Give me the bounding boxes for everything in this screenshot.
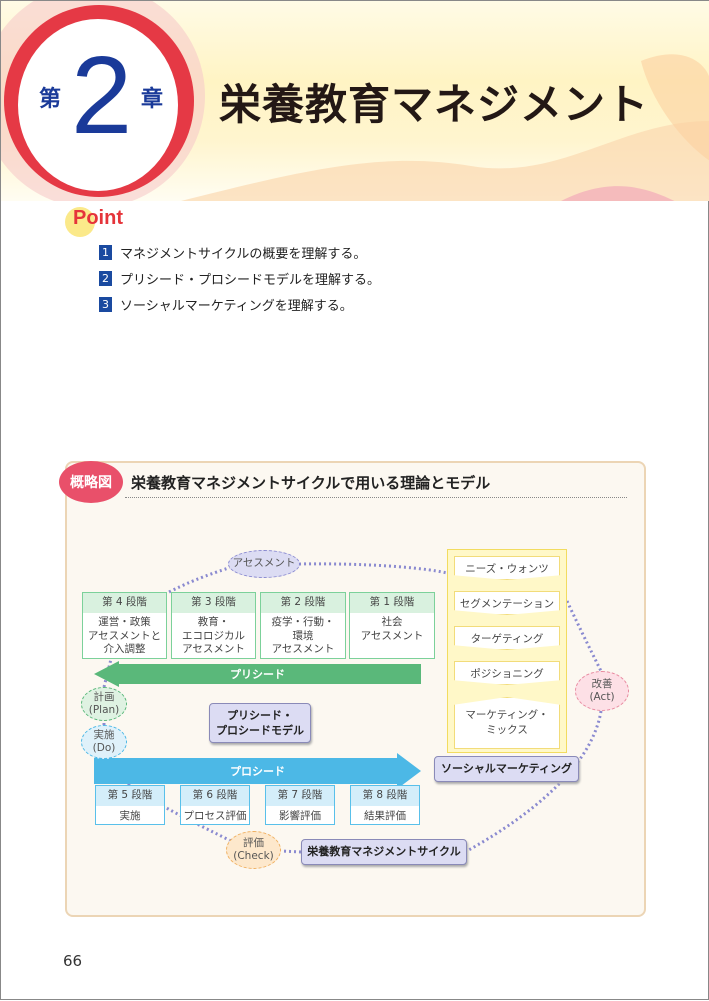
stage-heading: 第 6 段階 [181, 786, 249, 806]
marketing-step: マーケティング・ ミックス [454, 697, 560, 749]
stage-heading: 第 2 段階 [261, 593, 345, 613]
title-divider [125, 497, 627, 498]
assessment-ellipse: アセスメント [228, 550, 300, 578]
stage-6: 第 6 段階プロセス評価 [180, 785, 250, 825]
stage-heading: 第 3 段階 [172, 593, 255, 613]
stage-heading: 第 5 段階 [96, 786, 164, 806]
stage-body: 運営・政策 アセスメントと 介入調整 [87, 616, 162, 656]
stage-5: 第 5 段階実施 [95, 785, 165, 825]
page-number: 66 [63, 952, 83, 970]
stage-body: 影響評価 [279, 810, 321, 822]
chapter-prefix: 第 [39, 87, 62, 112]
chapter-suffix: 章 [141, 87, 164, 112]
point-item: 2 プリシード・プロシードモデルを理解する。 [99, 265, 380, 291]
header-decoration [1, 1, 709, 201]
point-number: 1 [99, 244, 112, 260]
figure-badge: 概略図 [59, 461, 123, 503]
stage-8: 第 8 段階結果評価 [350, 785, 420, 825]
point-text: プリシード・プロシードモデルを理解する。 [120, 272, 381, 288]
stage-heading: 第 7 段階 [266, 786, 334, 806]
figure-title: 栄養教育マネジメントサイクルで用いる理論とモデル [131, 474, 491, 492]
act-ellipse: 改善 (Act) [575, 671, 629, 711]
stage-body: 疫学・行動・ 環境 アセスメント [271, 616, 335, 656]
stage-body: 結果評価 [364, 810, 406, 822]
stage-heading: 第 1 段階 [350, 593, 434, 613]
do-ellipse: 実施 (Do) [81, 725, 127, 759]
stage-body: 実施 [119, 810, 141, 822]
stage-body: 教育・ エコロジカル アセスメント [182, 616, 245, 656]
stage-heading: 第 4 段階 [83, 593, 166, 613]
marketing-step: セグメンテーション [454, 591, 560, 615]
model-label: プリシード・ プロシードモデル [209, 703, 311, 743]
stage-heading: 第 8 段階 [351, 786, 419, 806]
chapter-number: 2 [71, 34, 133, 157]
marketing-step: ターゲティング [454, 626, 560, 650]
proceed-arrow: プロシード [230, 765, 285, 778]
marketing-step: ニーズ・ウォンツ [454, 556, 560, 580]
stage-body: 社会 アセスメント [360, 616, 424, 642]
stage-7: 第 7 段階影響評価 [265, 785, 335, 825]
precede-arrow: プリシード [230, 668, 285, 681]
marketing-label: ソーシャルマーケティング [434, 756, 579, 782]
point-circle [65, 207, 95, 237]
point-text: ソーシャルマーケティングを理解する。 [120, 298, 353, 314]
point-item: 1 マネジメントサイクルの概要を理解する。 [99, 239, 380, 265]
stage-1: 第 1 段階社会 アセスメント [349, 592, 435, 659]
stage-2: 第 2 段階疫学・行動・ 環境 アセスメント [260, 592, 346, 659]
check-ellipse: 評価 (Check) [226, 831, 281, 869]
chapter-header: 第 2 章 栄養教育マネジメント [1, 1, 709, 201]
point-label: Point [73, 207, 123, 229]
chapter-title: 栄養教育マネジメント [219, 80, 650, 129]
point-number: 2 [99, 270, 112, 286]
plan-ellipse: 計画 (Plan) [81, 687, 127, 721]
point-number: 3 [99, 296, 112, 312]
point-item: 3 ソーシャルマーケティングを理解する。 [99, 291, 380, 317]
stage-4: 第 4 段階運営・政策 アセスメントと 介入調整 [82, 592, 167, 659]
stage-3: 第 3 段階教育・ エコロジカル アセスメント [171, 592, 256, 659]
cycle-label: 栄養教育マネジメントサイクル [301, 839, 467, 865]
point-text: マネジメントサイクルの概要を理解する。 [120, 246, 367, 262]
stage-body: プロセス評価 [183, 810, 247, 822]
marketing-step: ポジショニング [454, 661, 560, 685]
point-list: 1 マネジメントサイクルの概要を理解する。 2 プリシード・プロシードモデルを理解す… [99, 239, 380, 317]
